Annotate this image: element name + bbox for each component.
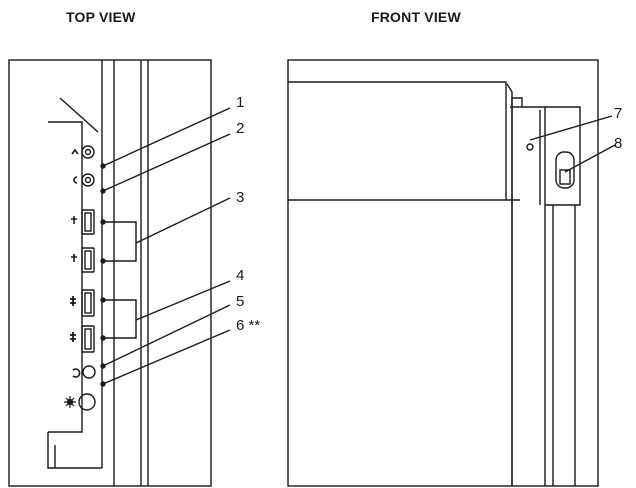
usb-3-icon (70, 325, 95, 353)
headphone-icon (71, 145, 95, 159)
callout-leaders-top (100, 107, 231, 387)
callout-1: 1 (236, 94, 245, 111)
power-icon (72, 365, 96, 379)
usb-icon (71, 209, 95, 235)
panel-bevel (59, 97, 99, 133)
callout-3: 3 (236, 189, 245, 206)
callout-4: 4 (236, 267, 245, 284)
callout-2: 2 (236, 120, 245, 137)
callout-5: 5 (236, 293, 245, 310)
front-view-drawing (287, 59, 616, 487)
front-cap (288, 81, 507, 200)
top-view-drawing (8, 59, 231, 487)
indicator-led-icon (526, 143, 534, 151)
usb-icon (71, 247, 95, 273)
callout-7: 7 (614, 105, 623, 122)
port-panel-base (47, 432, 102, 469)
callout-8: 8 (614, 135, 623, 152)
front-edge (506, 83, 513, 486)
callout-6: 6 ** (236, 317, 261, 334)
front-view-housing (287, 59, 599, 487)
bezel-top (545, 106, 581, 206)
brightness-icon (64, 393, 96, 411)
front-view-title: FRONT VIEW (371, 9, 461, 25)
microphone-icon (73, 173, 95, 187)
top-view-housing (8, 59, 212, 487)
top-view-title: TOP VIEW (66, 9, 136, 25)
card-reader-slot-icon (555, 151, 575, 189)
bezel-notch (511, 97, 523, 107)
port-panel (48, 121, 83, 433)
callout-leaders-front (529, 115, 616, 173)
usb-3-icon (70, 289, 95, 317)
